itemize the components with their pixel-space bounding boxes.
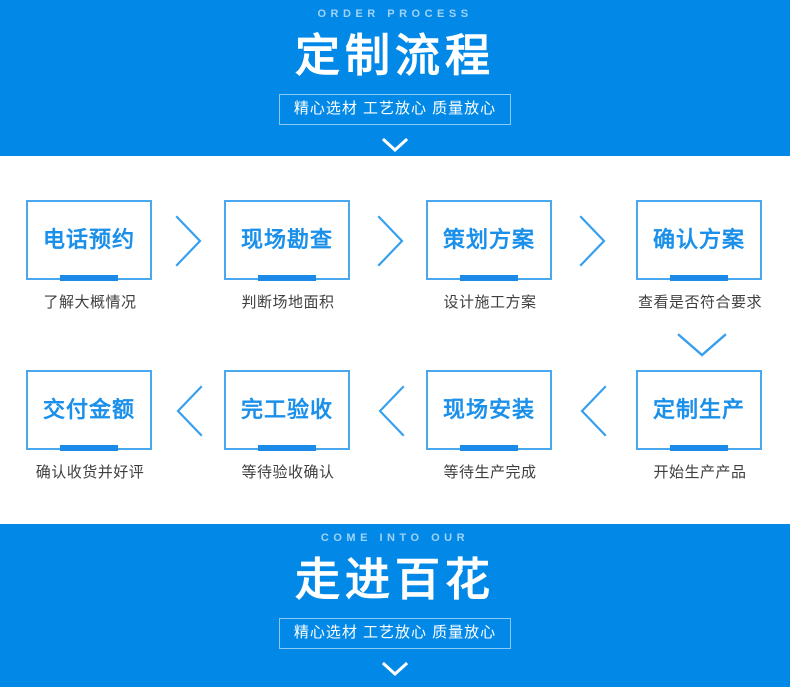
bottom-banner-eyebrow: COME INTO OUR xyxy=(320,532,470,544)
flow-row-2: 交付金额 确认收货并好评 完工验收 等待验收确认 现场安装 xyxy=(0,370,790,510)
bottom-banner-subtitle: 精心选材 工艺放心 质量放心 xyxy=(278,618,512,649)
flow-step-6-caption: 等待生产完成 xyxy=(443,464,537,481)
bottom-banner-title: 走进百花 xyxy=(294,554,495,605)
flow-step-8-label: 交付金额 xyxy=(42,397,135,422)
flow-step-2-caption: 判断场地面积 xyxy=(241,294,335,311)
top-banner-title: 定制流程 xyxy=(294,30,495,81)
flow-step-7-underbar xyxy=(258,445,316,451)
top-banner-eyebrow: ORDER PROCESS xyxy=(317,8,473,20)
process-flow: 电话预约 了解大概情况 现场勘查 判断场地面积 策划方案 xyxy=(0,156,790,524)
flow-step-8-underbar xyxy=(60,445,118,451)
flow-step-8[interactable]: 交付金额 确认收货并好评 xyxy=(26,370,154,480)
flow-step-7-caption: 等待验收确认 xyxy=(241,464,335,481)
chevron-down-icon xyxy=(0,138,790,152)
flow-step-2[interactable]: 现场勘查 判断场地面积 xyxy=(224,200,352,310)
flow-step-7-label: 完工验收 xyxy=(240,397,333,422)
flow-step-7-box[interactable]: 完工验收 xyxy=(224,370,350,451)
chevron-down-icon xyxy=(0,662,790,676)
chevron-right-icon xyxy=(374,214,408,268)
flow-step-4[interactable]: 确认方案 查看是否符合要求 xyxy=(636,200,764,310)
flow-step-7[interactable]: 完工验收 等待验收确认 xyxy=(224,370,352,480)
flow-step-3-underbar xyxy=(460,275,518,281)
flow-step-1-label: 电话预约 xyxy=(42,227,135,252)
flow-step-2-box[interactable]: 现场勘查 xyxy=(224,200,350,281)
flow-step-4-box[interactable]: 确认方案 xyxy=(636,200,762,281)
flow-step-6-underbar xyxy=(460,445,518,451)
flow-step-2-underbar xyxy=(258,275,316,281)
flow-step-4-caption: 查看是否符合要求 xyxy=(637,294,762,311)
flow-step-1-underbar xyxy=(60,275,118,281)
flow-step-1[interactable]: 电话预约 了解大概情况 xyxy=(26,200,154,310)
flow-step-3-label: 策划方案 xyxy=(442,227,535,252)
flow-step-1-caption: 了解大概情况 xyxy=(43,294,137,311)
flow-step-8-box[interactable]: 交付金额 xyxy=(26,370,152,451)
flow-step-4-label: 确认方案 xyxy=(652,227,745,252)
flow-row-1: 电话预约 了解大概情况 现场勘查 判断场地面积 策划方案 xyxy=(0,200,790,340)
flow-step-3-box[interactable]: 策划方案 xyxy=(426,200,552,281)
chevron-right-icon xyxy=(172,214,206,268)
flow-step-2-label: 现场勘查 xyxy=(240,227,333,252)
flow-step-5-underbar xyxy=(670,445,728,451)
flow-step-5-caption: 开始生产产品 xyxy=(653,464,747,481)
flow-step-6-label: 现场安装 xyxy=(442,397,535,422)
flow-step-3[interactable]: 策划方案 设计施工方案 xyxy=(426,200,554,310)
flow-step-6[interactable]: 现场安装 等待生产完成 xyxy=(426,370,554,480)
bottom-banner: COME INTO OUR 走进百花 精心选材 工艺放心 质量放心 xyxy=(0,524,790,687)
chevron-left-icon xyxy=(576,384,610,438)
chevron-down-icon xyxy=(676,332,728,358)
flow-step-5[interactable]: 定制生产 开始生产产品 xyxy=(636,370,764,480)
flow-step-6-box[interactable]: 现场安装 xyxy=(426,370,552,451)
flow-step-5-box[interactable]: 定制生产 xyxy=(636,370,762,451)
chevron-left-icon xyxy=(374,384,408,438)
flow-step-4-underbar xyxy=(670,275,728,281)
chevron-left-icon xyxy=(172,384,206,438)
top-banner: ORDER PROCESS 定制流程 精心选材 工艺放心 质量放心 xyxy=(0,0,790,156)
flow-step-5-label: 定制生产 xyxy=(652,397,745,422)
chevron-right-icon xyxy=(576,214,610,268)
flow-step-8-caption: 确认收货并好评 xyxy=(35,464,145,481)
flow-step-1-box[interactable]: 电话预约 xyxy=(26,200,152,281)
top-banner-subtitle: 精心选材 工艺放心 质量放心 xyxy=(278,94,512,125)
flow-step-3-caption: 设计施工方案 xyxy=(443,294,537,311)
